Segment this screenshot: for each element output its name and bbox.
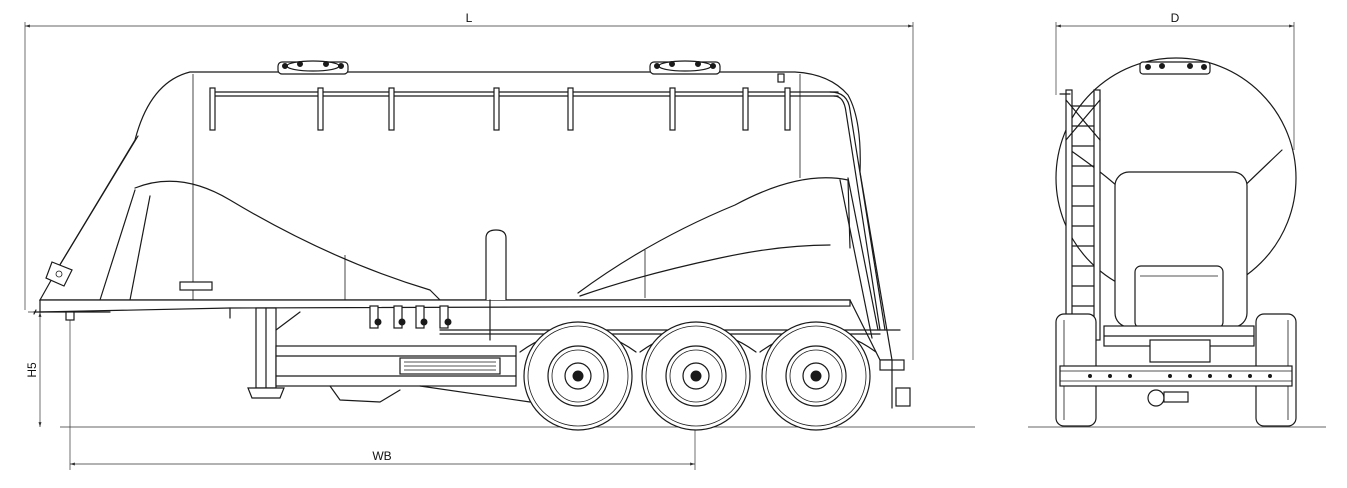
rail-posts [209,87,791,131]
height-label: H5 [25,362,39,378]
manhole-front [277,60,349,75]
right-cone [577,177,851,294]
trailer-side-view [33,60,911,431]
bumper-dots [1088,374,1272,378]
diameter-label: D [1171,11,1180,25]
left-cone [134,180,441,301]
ladder [1059,89,1101,341]
length-label: L [466,11,473,25]
kingpin-plate [45,261,73,287]
wheel-3 [761,321,871,431]
manhole-rear [649,60,721,75]
wheelbase-label: WB [372,449,391,463]
valves [369,305,452,329]
tank-body [38,71,893,361]
wheel-2 [641,321,751,431]
rear-bumper [1059,365,1293,387]
wheel-1 [523,321,633,431]
trailer-rear-view [1055,57,1297,427]
discharge-pipe [485,229,507,300]
